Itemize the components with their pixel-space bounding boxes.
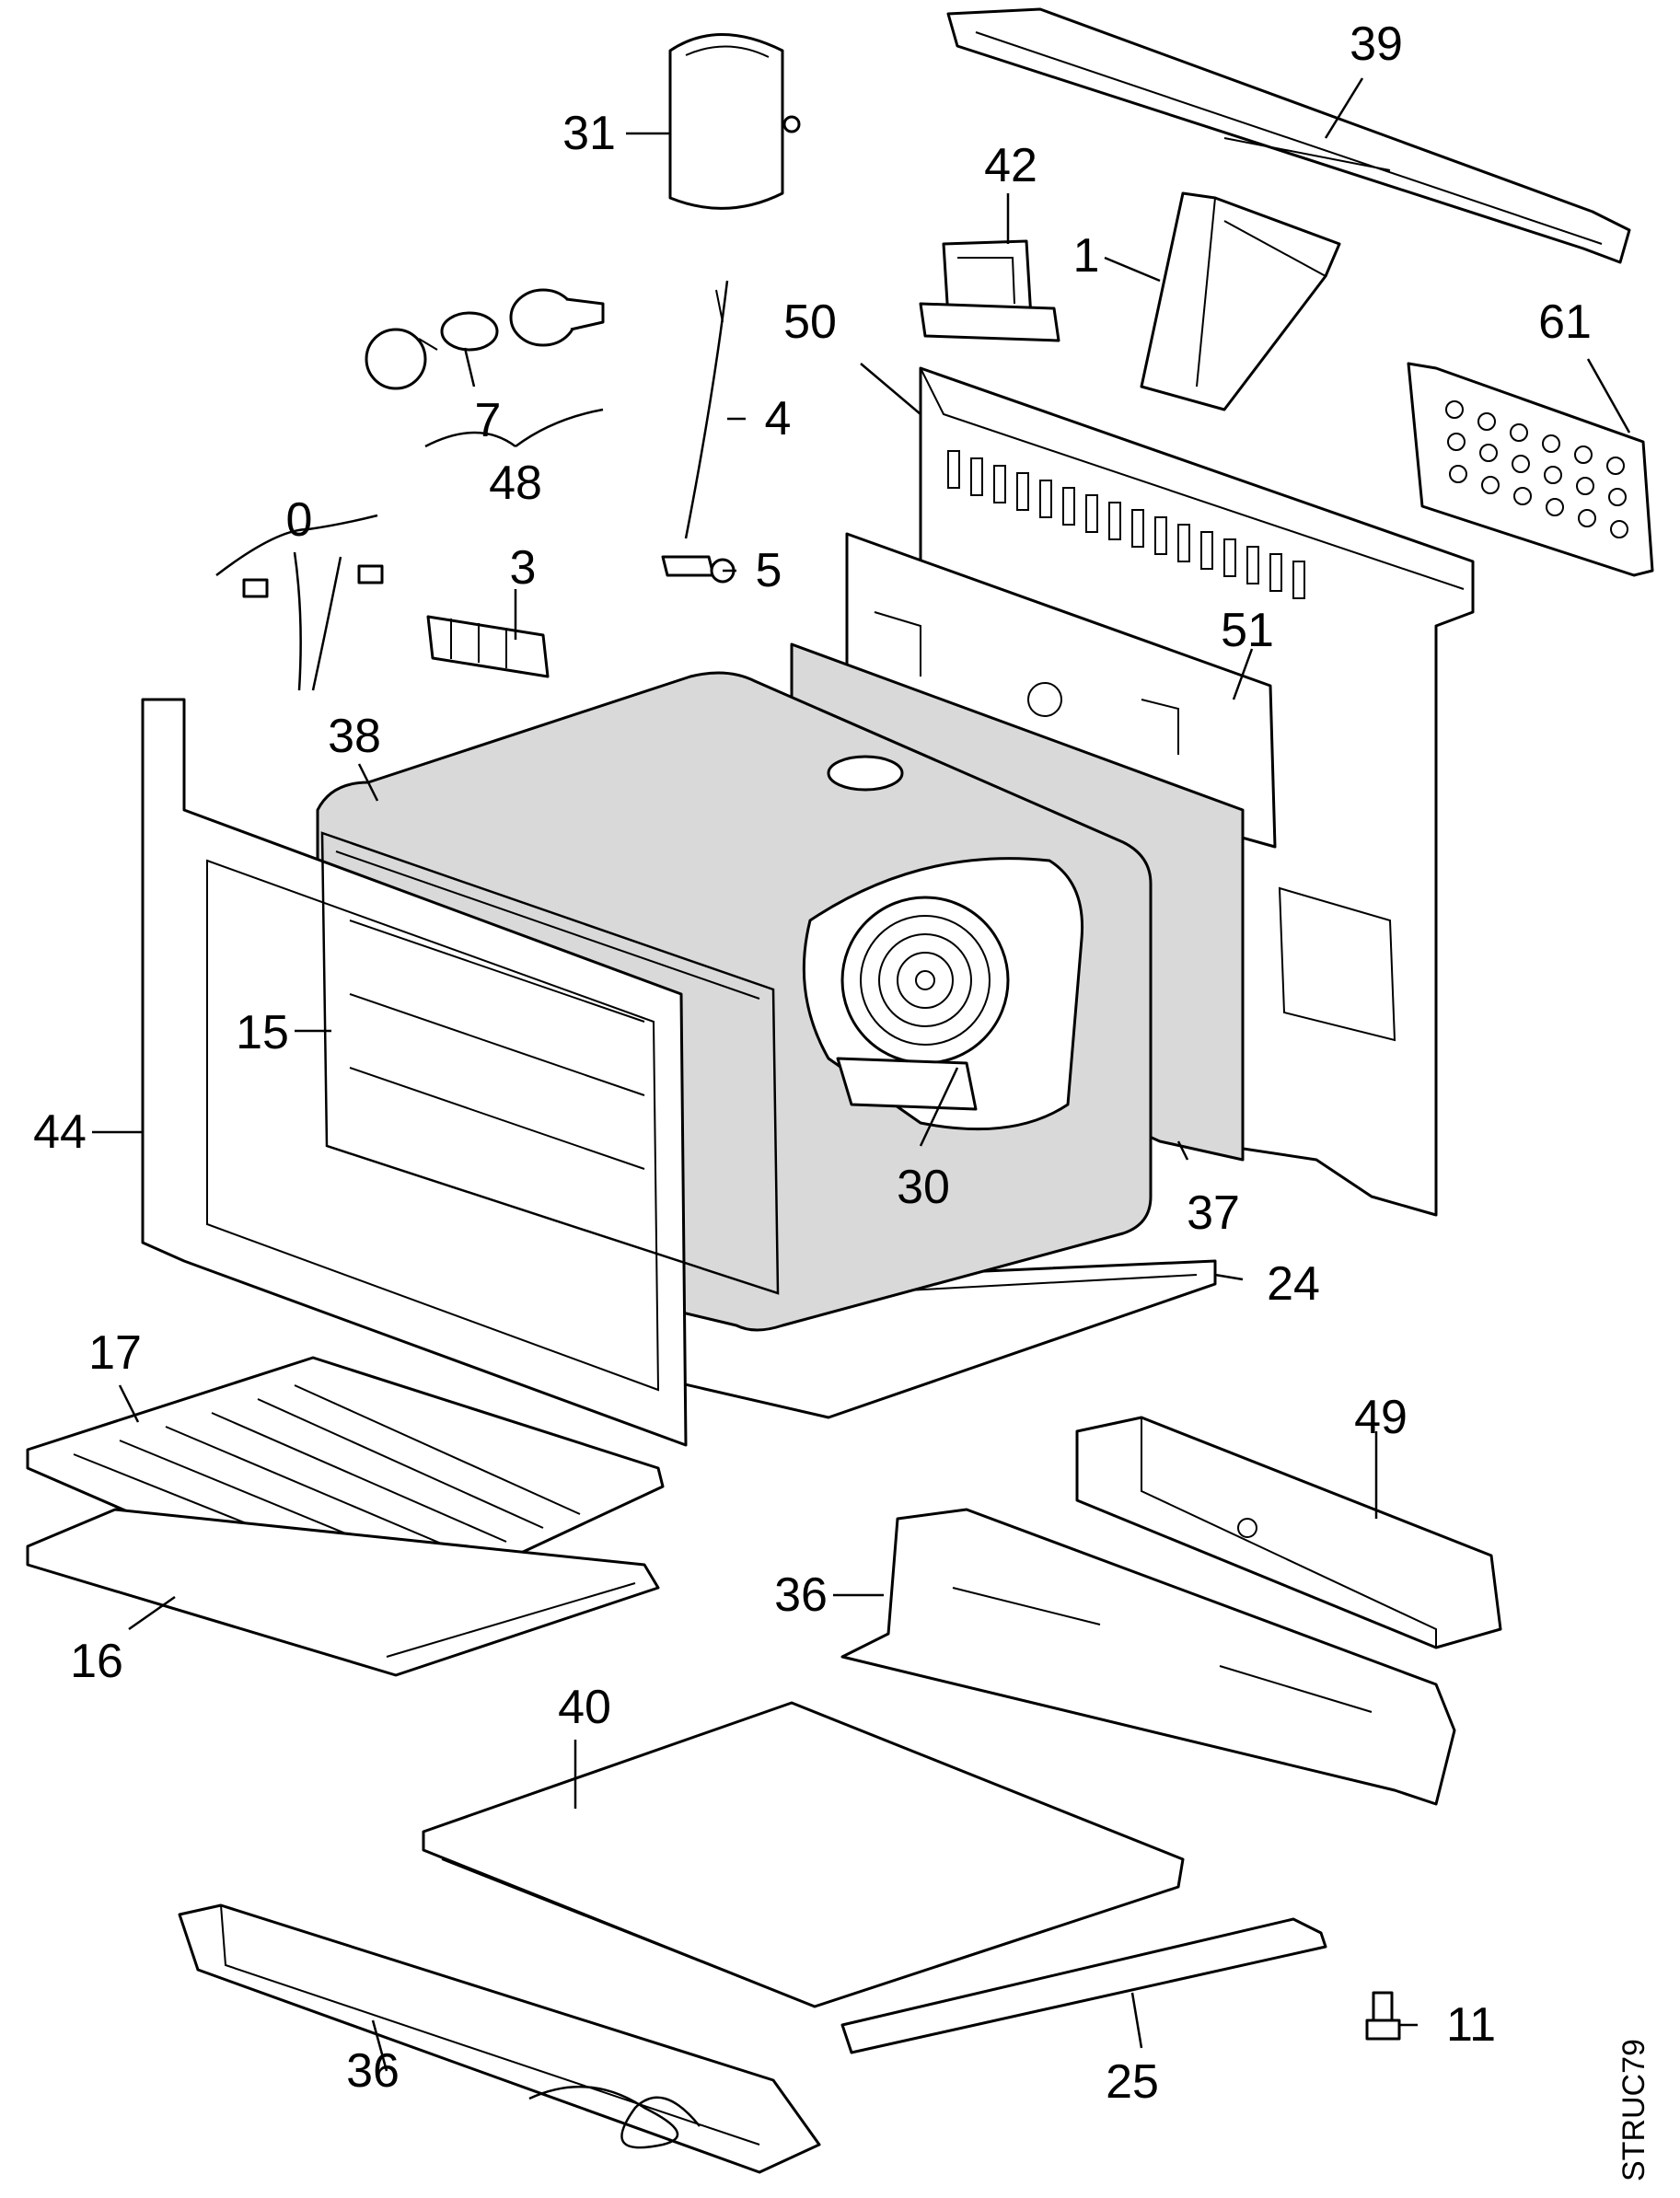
part-label-16: 16 [70, 1635, 123, 1688]
part-3-terminal-block [426, 615, 550, 678]
part-16-baking-tray [26, 1508, 660, 1677]
part-label-11: 11 [1446, 1998, 1496, 2052]
part-42-bracket [919, 239, 1060, 342]
part-label-0: 0 [285, 493, 313, 547]
part-label-38: 38 [328, 710, 381, 763]
part-label-5: 5 [755, 544, 782, 597]
part-label-39: 39 [1350, 17, 1403, 71]
part-label-24: 24 [1267, 1257, 1320, 1311]
part-48-lamp-assembly [365, 288, 605, 448]
part-39-top-bracket [946, 7, 1631, 264]
part-label-37: 37 [1187, 1186, 1240, 1240]
part-11-screw [1365, 1991, 1401, 2041]
part-label-40: 40 [558, 1681, 611, 1734]
part-49-cover [1075, 1416, 1502, 1649]
leader-lines [92, 77, 1631, 2072]
part-31-lamp-cover [668, 33, 801, 210]
signature [528, 2085, 701, 2149]
part-30-fan-guard [836, 1057, 978, 1111]
part-label-49: 49 [1354, 1391, 1408, 1444]
part-36-lower-rail [178, 1903, 821, 2174]
part-0-cable [215, 514, 384, 691]
vent-slots [947, 450, 1305, 599]
part-label-48: 48 [489, 457, 542, 510]
part-40-panel [422, 1701, 1185, 2008]
drawing-code: STRUC79 [1616, 2039, 1651, 2181]
part-label-61: 61 [1538, 295, 1592, 349]
part-label-7: 7 [474, 394, 502, 447]
part-25-side-rail [840, 1917, 1327, 2054]
part-label-31: 31 [562, 107, 616, 160]
part-4-wire [684, 280, 729, 539]
part-1-air-duct [1140, 191, 1341, 411]
part-51-inner-back-plate [845, 532, 1277, 849]
part-label-36-upper: 36 [774, 1568, 828, 1622]
part-label-42: 42 [984, 139, 1037, 192]
part-label-4: 4 [764, 392, 792, 445]
part-label-44: 44 [33, 1105, 87, 1159]
part-5-connector [661, 555, 736, 584]
part-label-25: 25 [1106, 2055, 1159, 2109]
part-label-30: 30 [897, 1161, 950, 1214]
part-label-15: 15 [236, 1006, 289, 1059]
part-label-1: 1 [1072, 229, 1100, 283]
part-15-door-seal [320, 831, 780, 1295]
grille-holes [1445, 400, 1628, 538]
part-label-50: 50 [783, 295, 837, 349]
part-label-51: 51 [1221, 604, 1274, 657]
part-44-front-frame [141, 698, 688, 1447]
part-label-3: 3 [509, 541, 537, 595]
part-label-17: 17 [88, 1326, 142, 1380]
part-36-upper-rail [840, 1508, 1456, 1806]
part-61-grille-plate [1407, 362, 1654, 577]
part-label-36-lower: 36 [346, 2044, 400, 2098]
